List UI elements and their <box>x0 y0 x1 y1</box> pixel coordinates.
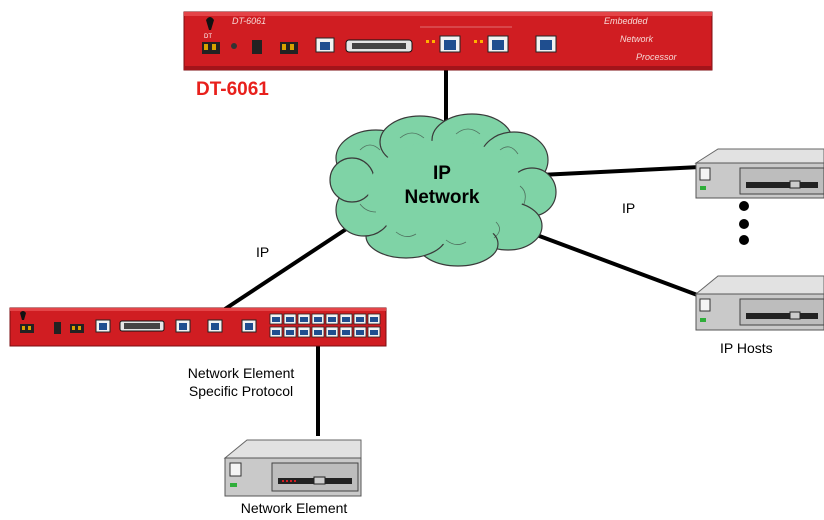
protocol-label: Network Element Specific Protocol <box>166 364 316 400</box>
connection-lines <box>223 70 701 436</box>
ip-hosts-label: IP Hosts <box>720 340 773 356</box>
cloud-label-line2: Network <box>404 187 480 208</box>
svg-text:Embedded: Embedded <box>604 16 649 26</box>
dt-6061-device: DT DT-6061 Embedded Network Processor <box>183 11 713 71</box>
network-element-label: Network Element <box>240 500 348 516</box>
protocol-label-line1: Network Element <box>187 365 295 381</box>
link-cloud-router <box>223 214 368 311</box>
logo-icon <box>206 17 214 30</box>
device-title: DT-6061 <box>196 79 269 100</box>
router-device <box>9 307 387 347</box>
svg-text:Processor: Processor <box>636 52 678 62</box>
link-label-ip-right: IP <box>622 200 636 216</box>
cloud-label-line1: IP <box>433 163 451 184</box>
link-cloud-host-bottom <box>517 226 701 298</box>
svg-text:Network: Network <box>620 34 654 44</box>
cloud-label: IP Network <box>388 162 496 210</box>
link-label-ip-left: IP <box>256 244 270 260</box>
ip-network-cloud <box>329 113 557 267</box>
svg-text:DT: DT <box>204 34 212 40</box>
ip-host-bottom <box>694 275 824 331</box>
link-cloud-host-top <box>539 165 701 177</box>
svg-text:DT-6061: DT-6061 <box>232 16 266 26</box>
ip-host-top <box>694 148 824 199</box>
network-element-device <box>223 439 362 497</box>
protocol-label-line2: Specific Protocol <box>188 383 294 399</box>
more-hosts-ellipsis <box>739 201 749 245</box>
